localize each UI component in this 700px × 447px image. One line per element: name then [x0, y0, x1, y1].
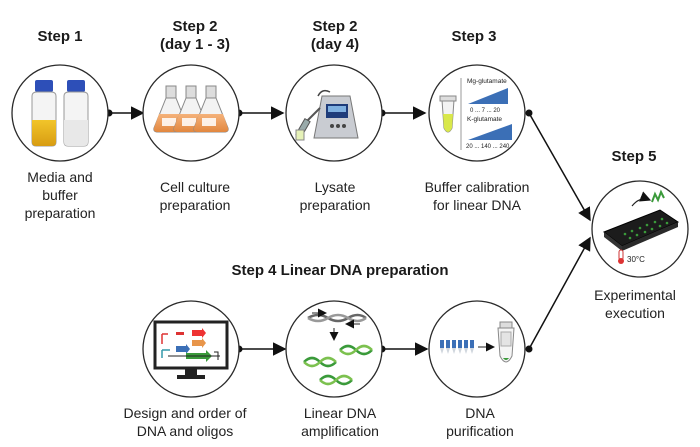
step1-title: Step 1 [37, 28, 83, 45]
step5-caption-line1: Experimental [594, 287, 676, 303]
temperature-label: 30°C [627, 255, 645, 264]
step3-caption-line2: for linear DNA [433, 197, 521, 213]
step2b-title-line2: (day 4) [310, 36, 360, 53]
k-scale: 20 ... 140 ... 240 [466, 144, 510, 150]
mg-glutamate-label: Mg-glutamate [467, 78, 507, 85]
purification-caption: DNA purification [430, 404, 530, 440]
step1-caption-line1: Media and [27, 169, 93, 185]
step2b-caption-line1: Lysate [314, 179, 356, 195]
step2a-title-line2: (day 1 - 3) [159, 36, 231, 53]
connector-1-2 [105, 106, 145, 120]
sonicator-icon [285, 64, 383, 162]
design-caption-line1: Design and order of [123, 405, 247, 421]
step2b-title: Step 2 (day 4) [290, 18, 380, 54]
step2a-caption: Cell culture preparation [140, 178, 250, 214]
connector-2b-3 [378, 106, 427, 120]
mg-ramp [468, 88, 508, 104]
design-caption-line2: DNA and oligos [136, 423, 234, 439]
step5-caption-line2: execution [605, 305, 665, 321]
connector-3-5 [525, 109, 591, 222]
step2a-caption-line2: preparation [159, 197, 231, 213]
step5-title: Step 5 [611, 148, 657, 165]
pcr-dna-icon [285, 300, 383, 398]
step1-caption: Media and buffer preparation [10, 168, 110, 222]
step2a-title-line1: Step 2 [172, 18, 218, 35]
connector-2-2b [235, 106, 285, 120]
amplification-caption: Linear DNA amplification [285, 404, 395, 440]
step1-caption-line3: preparation [24, 205, 96, 221]
step2b-title-line1: Step 2 [312, 18, 358, 35]
step3-title: Step 3 [451, 28, 497, 45]
step2b-caption-line2: preparation [299, 197, 371, 213]
thermometer-icon [618, 249, 624, 264]
step2a-title: Step 2 (day 1 - 3) [145, 18, 245, 54]
step3-caption: Buffer calibration for linear DNA [412, 178, 542, 214]
bottles-icon [11, 64, 109, 162]
design-caption: Design and order of DNA and oligos [105, 404, 265, 440]
purification-caption-line1: DNA [465, 405, 495, 421]
connector-amp-pur [378, 342, 429, 356]
plate-reader-icon: 30°C [591, 180, 689, 278]
k-ramp [468, 124, 512, 140]
step5-caption: Experimental execution [585, 286, 685, 322]
connector-pur-5 [525, 236, 591, 353]
flasks-icon [142, 64, 240, 162]
step4-title: Step 4 Linear DNA preparation [231, 262, 449, 279]
mg-scale: 0 ... 7 ... 20 [470, 108, 501, 114]
step3-caption-line1: Buffer calibration [424, 179, 530, 195]
step1-caption-line2: buffer [42, 187, 78, 203]
step2b-caption: Lysate preparation [285, 178, 385, 214]
k-glutamate-label: K-glutamate [467, 116, 502, 123]
amplification-caption-line1: Linear DNA [303, 405, 377, 421]
step2a-caption-line1: Cell culture [159, 179, 231, 195]
purification-caption-line2: purification [446, 423, 514, 439]
amplification-caption-line2: amplification [301, 423, 379, 439]
connector-design-amp [235, 342, 287, 356]
tube-calibration-icon: Mg-glutamate 0 ... 7 ... 20 K-glutamate … [428, 64, 526, 162]
computer-design-icon [142, 300, 240, 398]
purification-icon [428, 300, 526, 398]
